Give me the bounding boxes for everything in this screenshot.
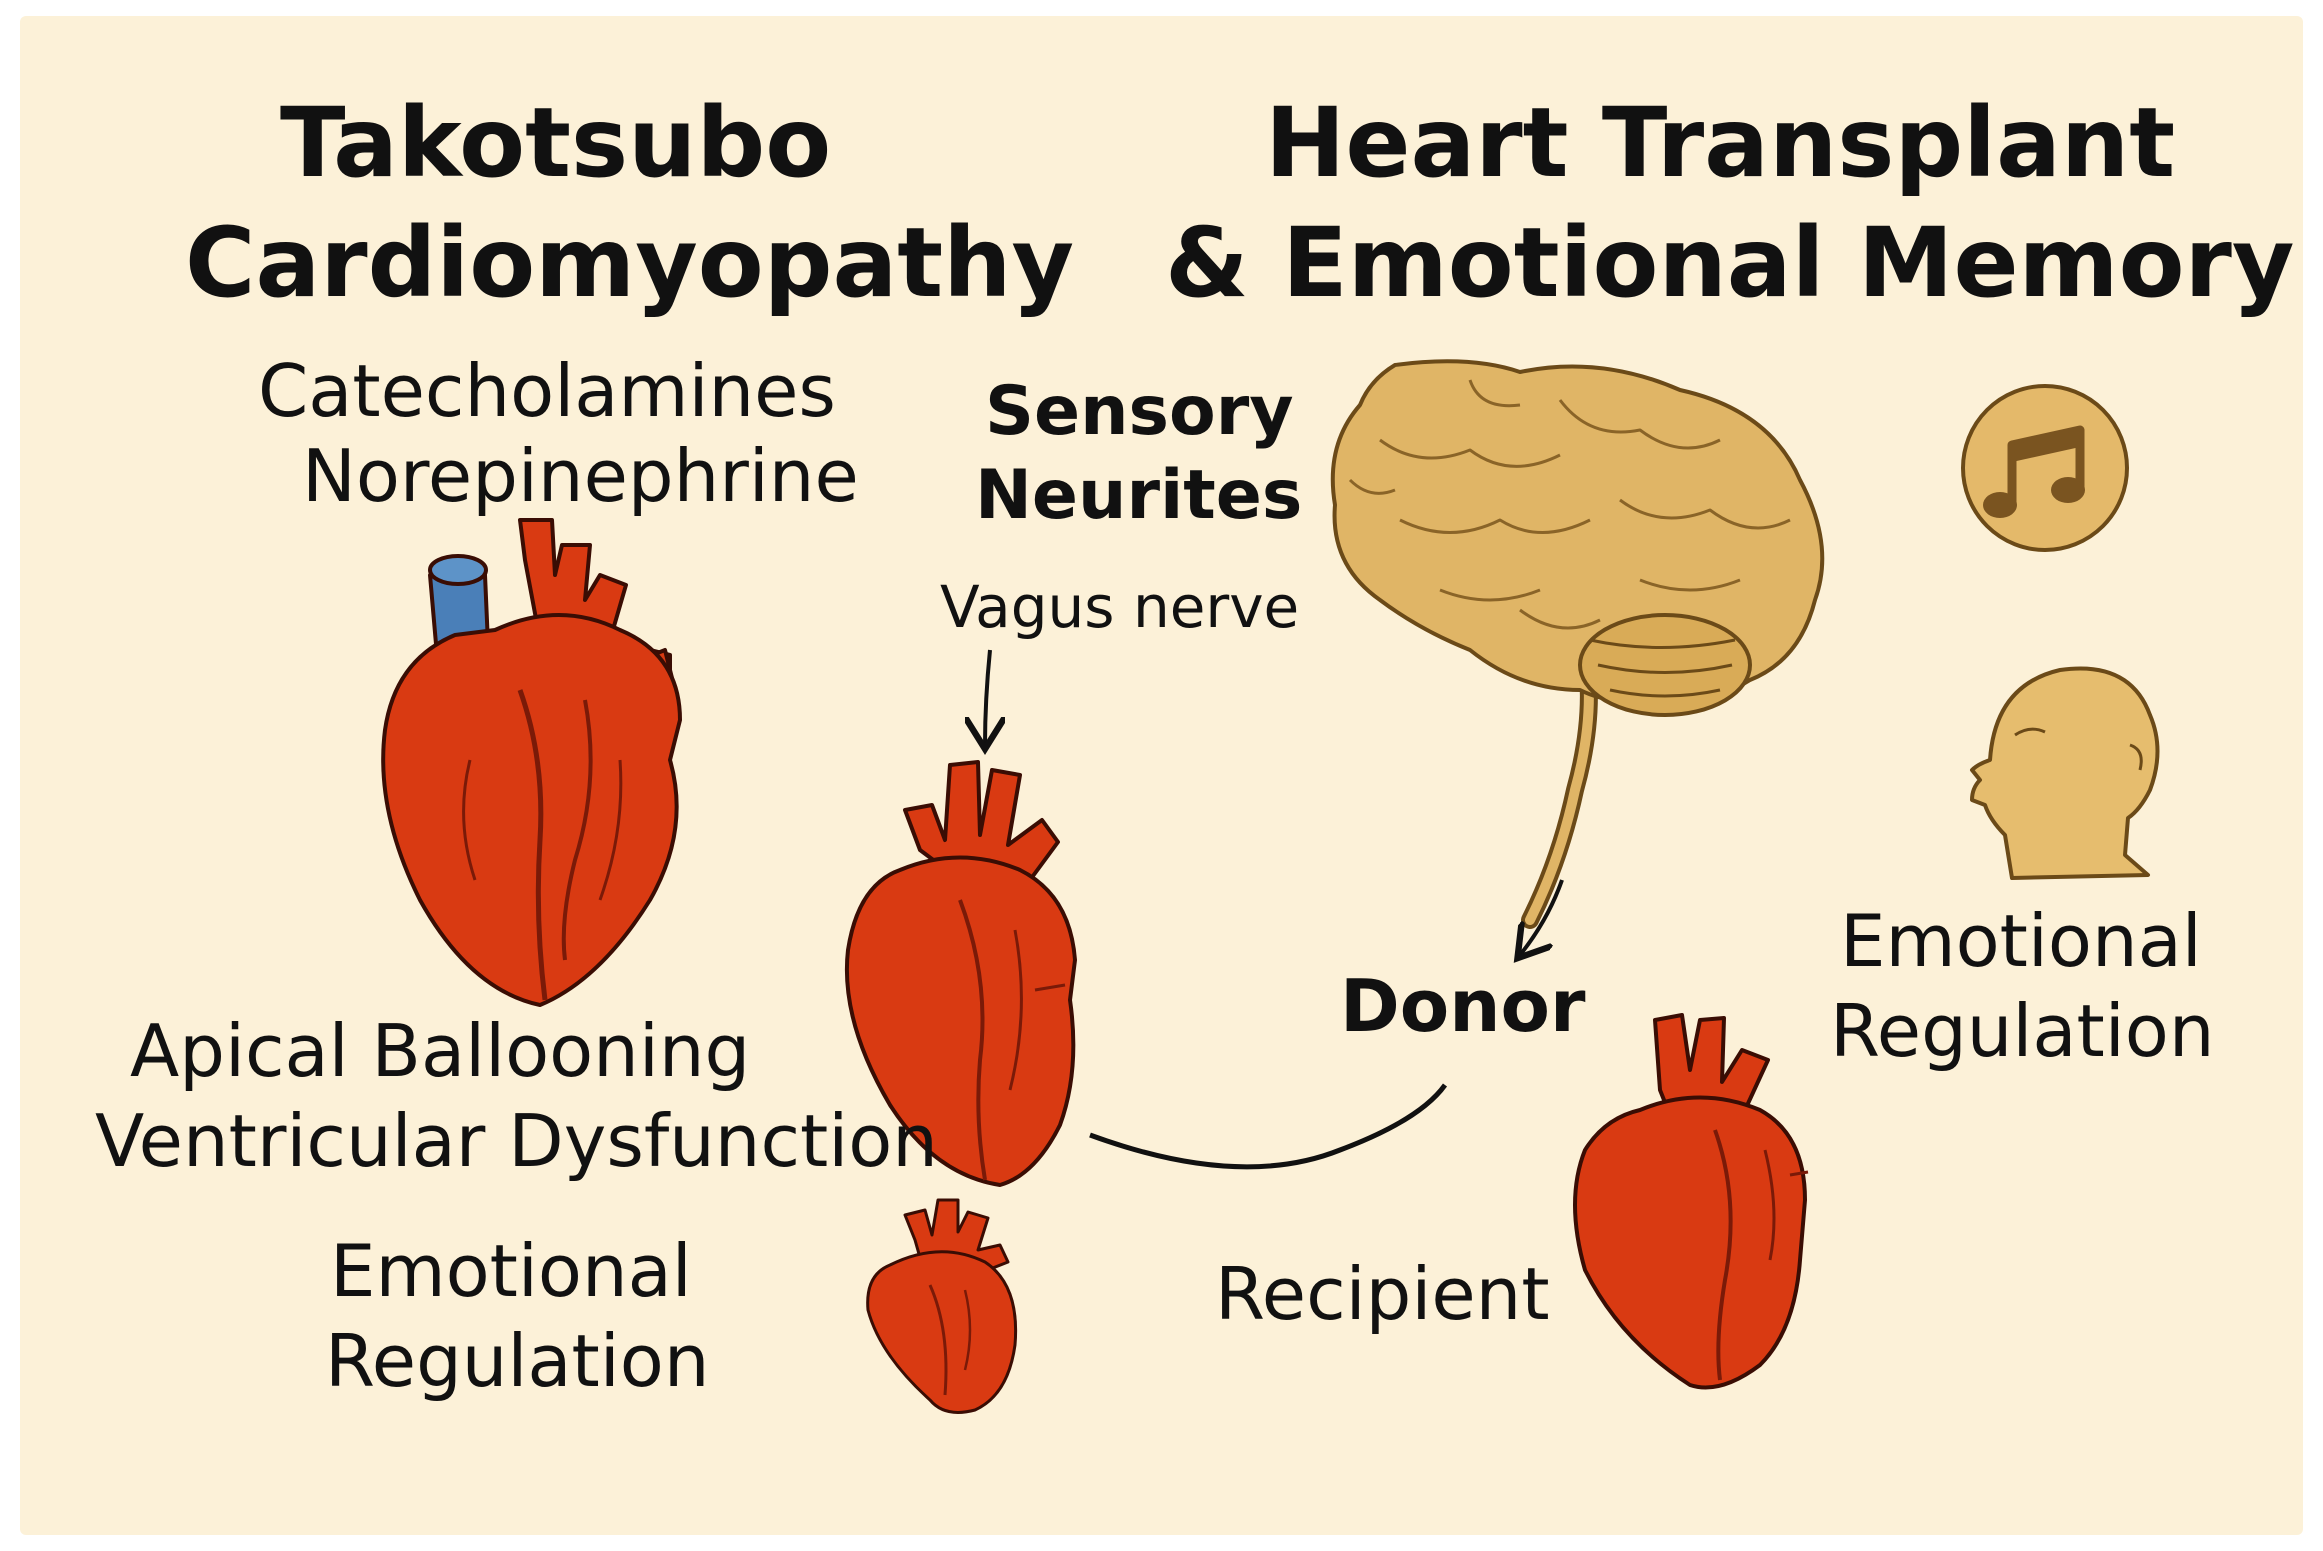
catecholamines-label: Catecholamines xyxy=(258,349,836,433)
emotional-regulation-left-line1: Emotional xyxy=(330,1229,692,1313)
music-note-icon xyxy=(1961,384,2129,552)
apical-ballooning-label: Apical Ballooning xyxy=(130,1009,751,1093)
neurites-label: Neurites xyxy=(975,456,1303,535)
left-title-line1: Takotsubo xyxy=(280,87,832,199)
heart-small xyxy=(866,1198,1018,1414)
left-title-line2: Cardiomyopathy xyxy=(185,207,1075,319)
donor-label: Donor xyxy=(1340,964,1586,1048)
ventricular-dysfunction-label: Ventricular Dysfunction xyxy=(95,1099,938,1183)
anatomical-heart-large xyxy=(381,518,682,1007)
emotional-regulation-right-line2: Regulation xyxy=(1830,989,2215,1073)
heart-middle xyxy=(844,760,1077,1187)
right-title-line1: Heart Transplant xyxy=(1265,87,2176,199)
donor-recipient-curve xyxy=(1089,1083,1448,1170)
emotional-regulation-right-line1: Emotional xyxy=(1840,899,2202,983)
right-title-line2: & Emotional Memory xyxy=(1165,207,2295,319)
vagus-arrow xyxy=(985,649,990,745)
heart-recipient xyxy=(1573,1013,1809,1390)
recipient-label: Recipient xyxy=(1215,1252,1550,1336)
sensory-label: Sensory xyxy=(985,372,1294,451)
brain-icon xyxy=(1330,359,1825,929)
emotional-regulation-left-line2: Regulation xyxy=(325,1319,710,1403)
head-profile-icon xyxy=(1970,666,2160,880)
vagus-nerve-label: Vagus nerve xyxy=(940,573,1300,641)
brain-to-donor-arrow xyxy=(1520,879,1564,955)
norepinephrine-label: Norepinephrine xyxy=(302,434,859,518)
